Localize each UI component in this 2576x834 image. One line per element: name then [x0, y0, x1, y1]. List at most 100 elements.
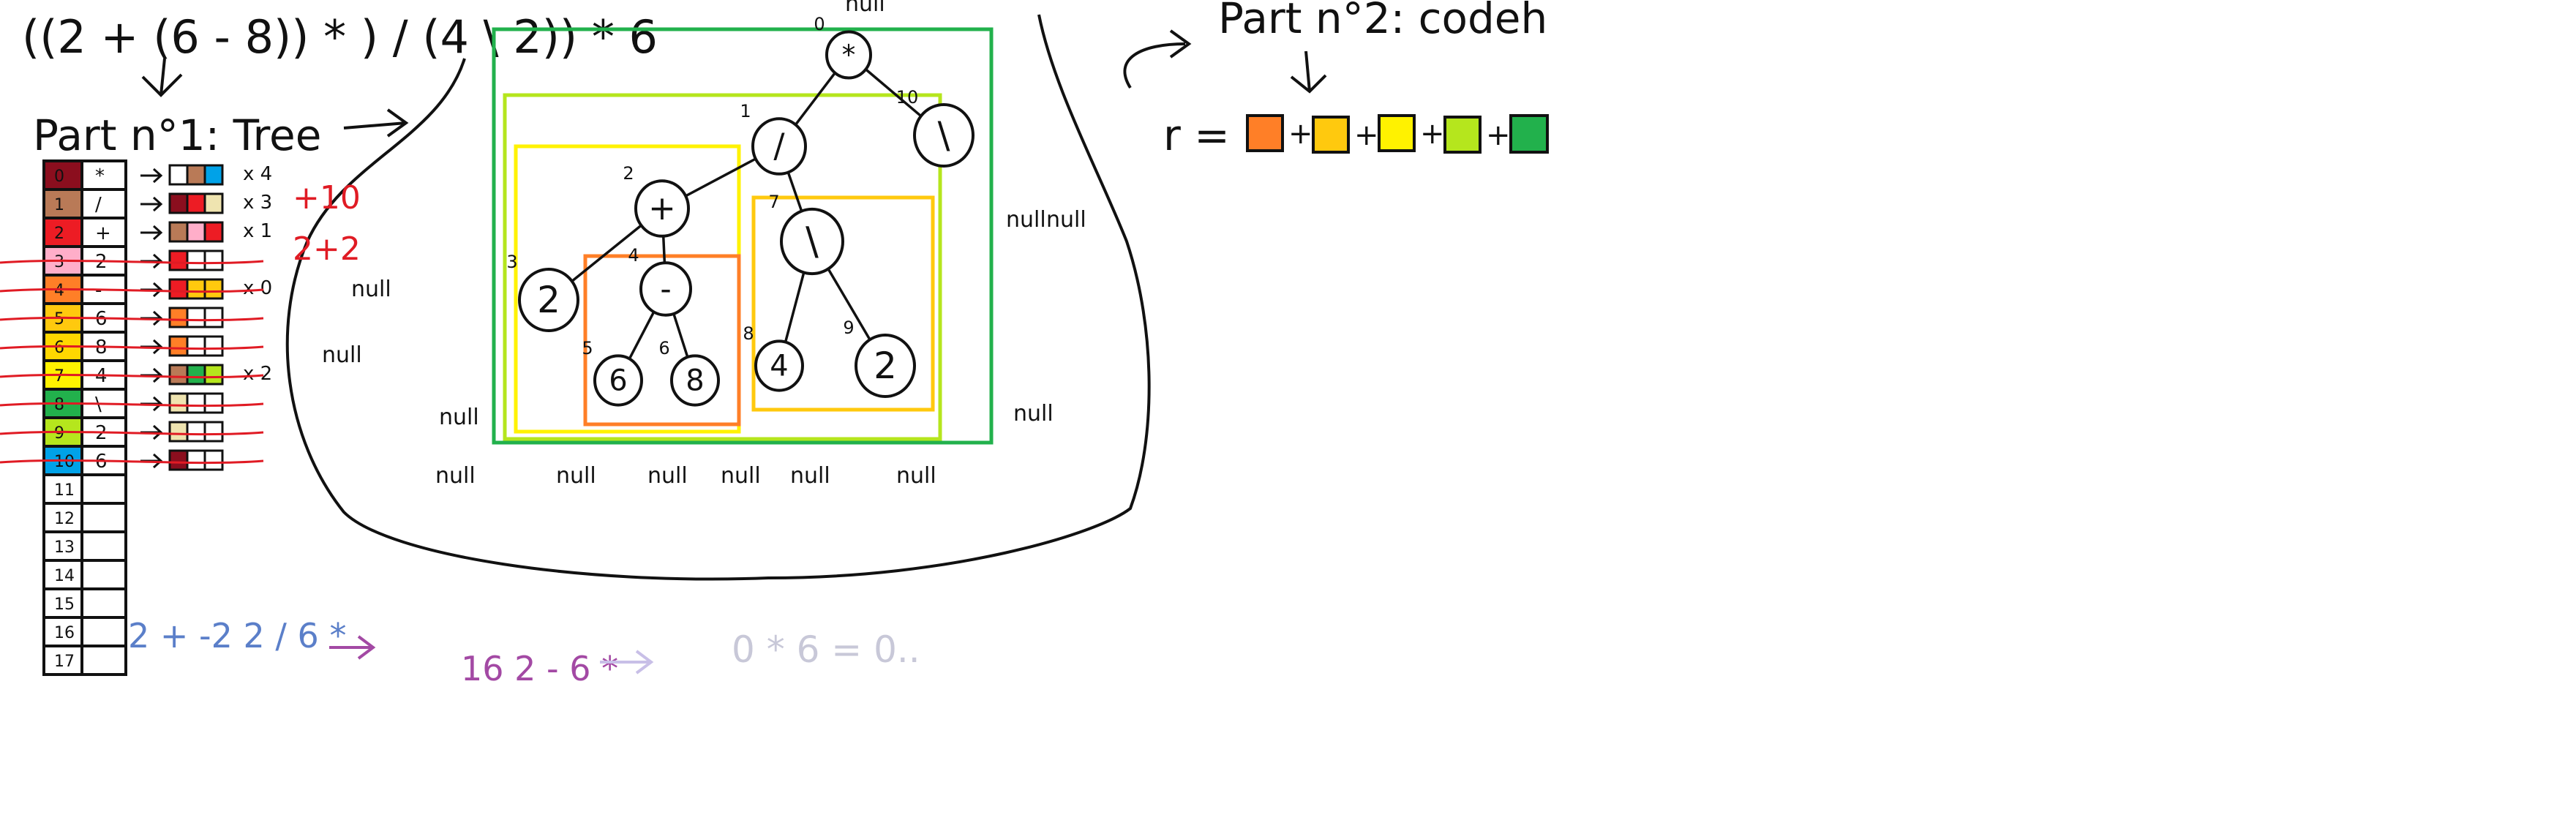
node-circle	[639, 261, 692, 317]
part1-arrow	[343, 108, 409, 138]
node-index: 4	[628, 245, 639, 266]
tree-edge	[826, 267, 872, 342]
index-label: 17	[54, 653, 75, 671]
row-swatch	[186, 421, 206, 443]
index-label: 14	[54, 567, 75, 585]
tree-node: \10	[896, 87, 975, 168]
index-label: 10	[54, 453, 75, 471]
row-swatch	[168, 278, 189, 300]
row-swatch	[186, 221, 206, 243]
subtree-box	[751, 195, 935, 412]
tree-subtree-boxes	[492, 27, 994, 445]
tree-edge	[784, 271, 806, 344]
row-swatch	[168, 364, 189, 386]
node-index: 10	[896, 87, 919, 108]
node-circle	[593, 354, 643, 407]
header-expression: ((2 + (6 - 8)) * ) / (4 \ 2)) * 6	[22, 10, 658, 64]
null-mark: null	[1006, 207, 1046, 233]
node-index: 6	[658, 338, 669, 358]
node-circle	[518, 268, 579, 332]
arrow-to-part1	[141, 58, 183, 97]
eval-purple: 16 2 - 6 *	[461, 649, 618, 688]
part1-label: Part n°1: Tree	[33, 110, 321, 160]
op-cell	[80, 473, 127, 505]
red-note-row1: +10	[293, 179, 361, 217]
row-swatch	[186, 307, 206, 328]
eval-faded: 0 * 6 = 0..	[732, 628, 920, 671]
row-swatch	[186, 278, 206, 300]
tree-node: 29	[843, 318, 916, 398]
node-label: 2	[874, 345, 897, 387]
row-swatch	[203, 164, 224, 186]
tree-node: 23	[506, 252, 579, 332]
table-row: 1/x 3	[42, 188, 272, 219]
eval-arrow-2	[600, 650, 654, 675]
row-swatch	[203, 392, 224, 414]
red-note-row2: 2+2	[293, 230, 361, 268]
node-circle	[751, 117, 807, 176]
null-mark: null	[351, 277, 391, 302]
node-index: 3	[506, 252, 517, 272]
code-plus: +	[1354, 119, 1379, 152]
node-index: 2	[623, 163, 634, 184]
tree-edge	[786, 170, 803, 213]
row-swatch	[168, 307, 189, 328]
tree-edge	[794, 71, 837, 127]
strike-line	[0, 459, 264, 465]
code-square	[1312, 116, 1350, 154]
code-square	[1378, 114, 1416, 152]
code-plus: +	[1420, 117, 1445, 151]
null-mark: null	[721, 463, 761, 489]
op-cell	[80, 502, 127, 533]
row-arrow	[140, 168, 163, 184]
null-mark: null	[1046, 207, 1086, 233]
table-row: 4-x 0	[0, 274, 272, 305]
row-swatch	[186, 364, 206, 386]
tree-node: \7	[768, 192, 844, 276]
row-swatch	[168, 249, 189, 271]
index-label: 3	[54, 253, 64, 271]
null-mark: null	[1013, 401, 1054, 427]
node-label: \	[806, 219, 819, 264]
null-mark: null	[556, 463, 596, 489]
node-index: 1	[740, 101, 751, 121]
row-swatch	[186, 392, 206, 414]
op-cell	[80, 645, 127, 676]
op-label: /	[95, 194, 102, 216]
table-row: 2+x 1	[42, 217, 272, 248]
null-mark: null	[322, 342, 362, 368]
table-row: 8\	[0, 388, 264, 419]
node-label: -	[660, 271, 671, 307]
index-label: 11	[54, 481, 75, 500]
row-count: x 1	[243, 220, 272, 242]
row-count: x 3	[243, 192, 272, 214]
row-swatch	[168, 392, 189, 414]
null-mark: null	[790, 463, 830, 489]
null-mark: null	[845, 0, 885, 17]
tree-node: 86	[658, 338, 720, 407]
code-square	[1509, 114, 1549, 154]
index-label: 7	[54, 367, 64, 386]
index-label: 6	[54, 339, 64, 357]
node-index: 8	[743, 323, 754, 344]
index-label: 15	[54, 596, 75, 614]
op-cell	[80, 587, 127, 619]
tree-node: /1	[740, 101, 807, 176]
code-square	[1443, 116, 1482, 154]
part2-arrow	[1123, 29, 1192, 89]
node-index: 5	[582, 338, 593, 358]
row-swatch	[203, 421, 224, 443]
node-label: +	[648, 189, 676, 228]
table-row: 0*x 4	[42, 159, 272, 191]
null-mark: null	[439, 405, 479, 430]
node-label: 4	[770, 349, 788, 383]
index-label: 0	[54, 168, 64, 186]
code-r-label: r =	[1163, 110, 1230, 160]
row-arrow	[140, 196, 163, 212]
table-row: 17	[42, 645, 127, 676]
